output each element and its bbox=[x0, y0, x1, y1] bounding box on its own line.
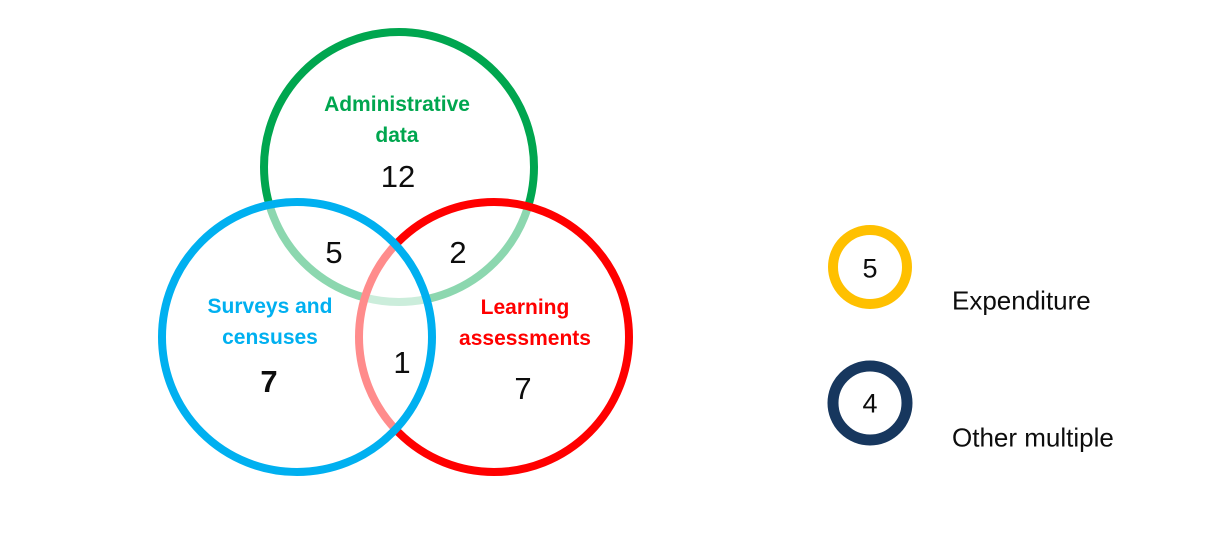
expenditure-label: Expenditure bbox=[952, 285, 1091, 316]
other-multiple-circle bbox=[827, 360, 913, 446]
administrative-data-label: Administrative data bbox=[324, 89, 470, 151]
admin-surveys-overlap-value: 5 bbox=[325, 235, 343, 270]
admin-learning-overlap-value: 2 bbox=[449, 235, 467, 270]
learning-assessments-label: Learning assessments bbox=[459, 292, 591, 354]
learning-assessments-label-line2: assessments bbox=[459, 327, 591, 350]
administrative-data-value: 12 bbox=[380, 159, 416, 194]
surveys-censuses-label-line2: censuses bbox=[222, 326, 318, 349]
surveys-censuses-circle bbox=[158, 198, 436, 476]
expenditure-circle bbox=[828, 225, 912, 309]
other-multiple-label: Other multiple bbox=[952, 422, 1114, 453]
surveys-censuses-label: Surveys and censuses bbox=[208, 291, 333, 353]
administrative-data-label-line2: data bbox=[375, 124, 419, 147]
expenditure-value: 5 bbox=[862, 253, 878, 284]
surveys-learning-overlap-value: 1 bbox=[393, 345, 411, 380]
administrative-data-label-line1: Administrative bbox=[324, 93, 470, 116]
learning-assessments-value: 7 bbox=[514, 371, 532, 406]
surveys-censuses-value: 7 bbox=[260, 364, 278, 399]
other-multiple-value: 4 bbox=[862, 388, 878, 419]
surveys-censuses-label-line1: Surveys and bbox=[207, 295, 333, 318]
learning-assessments-label-line1: Learning bbox=[480, 296, 570, 319]
